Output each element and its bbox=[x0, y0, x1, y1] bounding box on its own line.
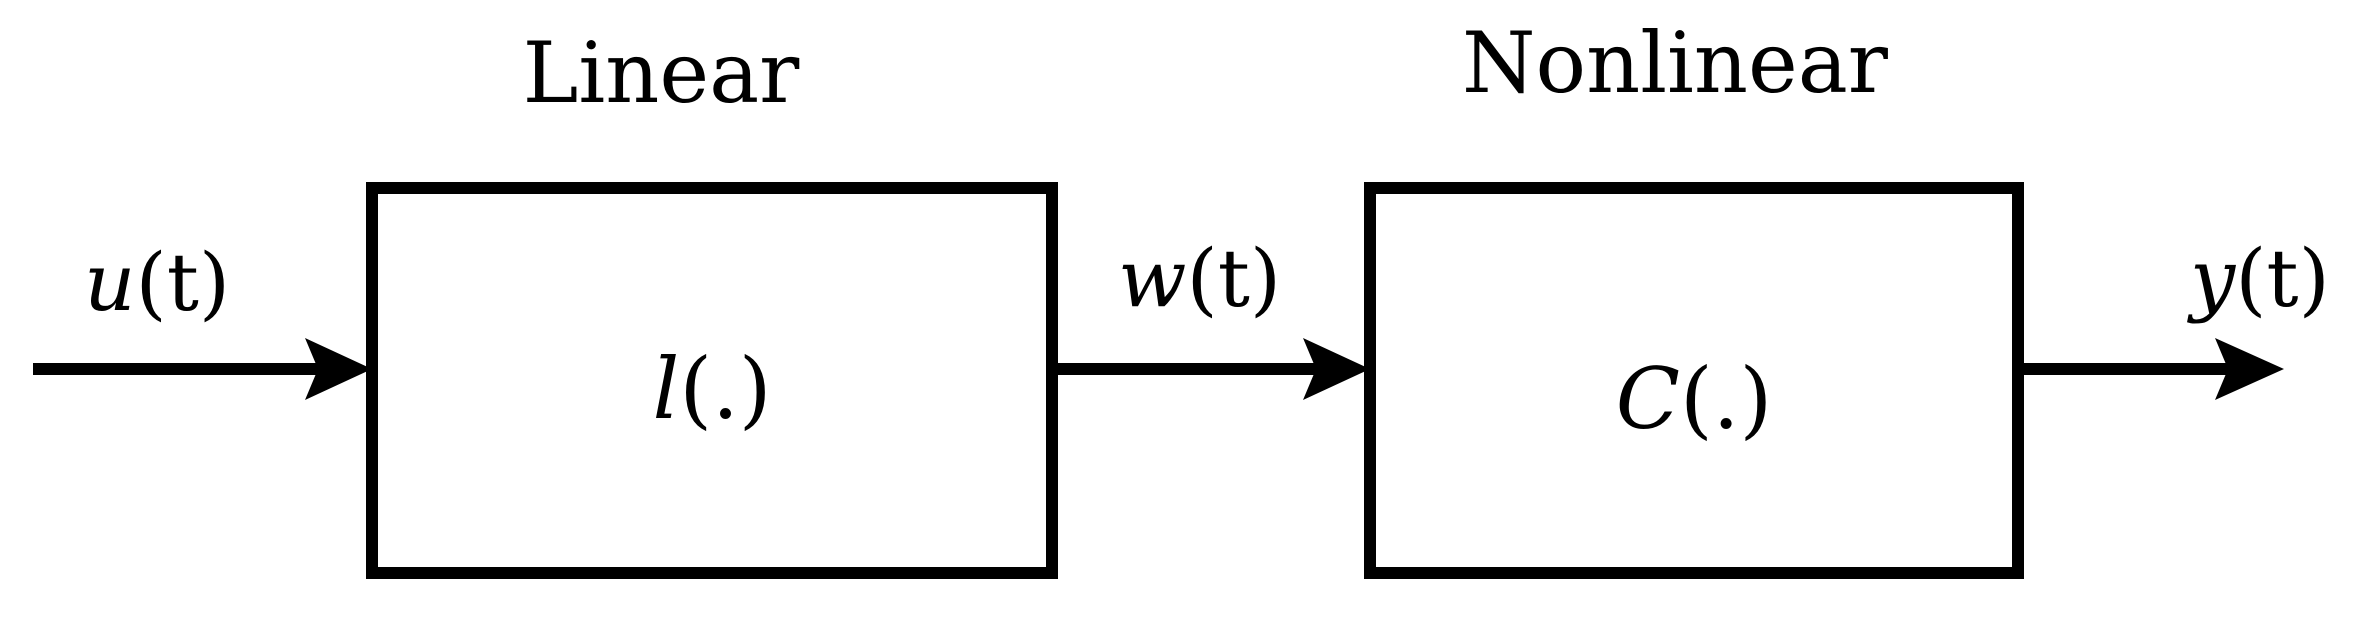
input-signal-name: u bbox=[84, 236, 136, 329]
intermediate-signal-args: (t) bbox=[1186, 232, 1281, 325]
linear-block bbox=[366, 182, 1058, 579]
linear-function-args: (.) bbox=[679, 340, 771, 438]
input-signal-label: u(t) bbox=[84, 236, 230, 329]
output-signal-label: y(t) bbox=[2187, 232, 2330, 325]
output-signal-args: (t) bbox=[2235, 232, 2330, 325]
nonlinear-block bbox=[1364, 182, 2024, 579]
nonlinear-function-args: (.) bbox=[1680, 350, 1772, 448]
linear-block-title: Linear bbox=[523, 24, 801, 122]
nonlinear-function-name: C bbox=[1616, 350, 1680, 448]
linear-block-function: l(.) bbox=[652, 340, 771, 438]
linear-function-name: l bbox=[652, 340, 679, 438]
output-arrow bbox=[2018, 338, 2284, 400]
input-arrow bbox=[33, 338, 372, 400]
intermediate-arrow bbox=[1052, 338, 1370, 400]
nonlinear-block-title: Nonlinear bbox=[1462, 14, 1889, 112]
nonlinear-block-function: C(.) bbox=[1616, 350, 1773, 448]
intermediate-signal-label: w(t) bbox=[1118, 232, 1281, 325]
output-signal-name: y bbox=[2187, 232, 2237, 325]
input-signal-args: (t) bbox=[136, 236, 231, 329]
intermediate-signal-name: w bbox=[1118, 232, 1186, 325]
